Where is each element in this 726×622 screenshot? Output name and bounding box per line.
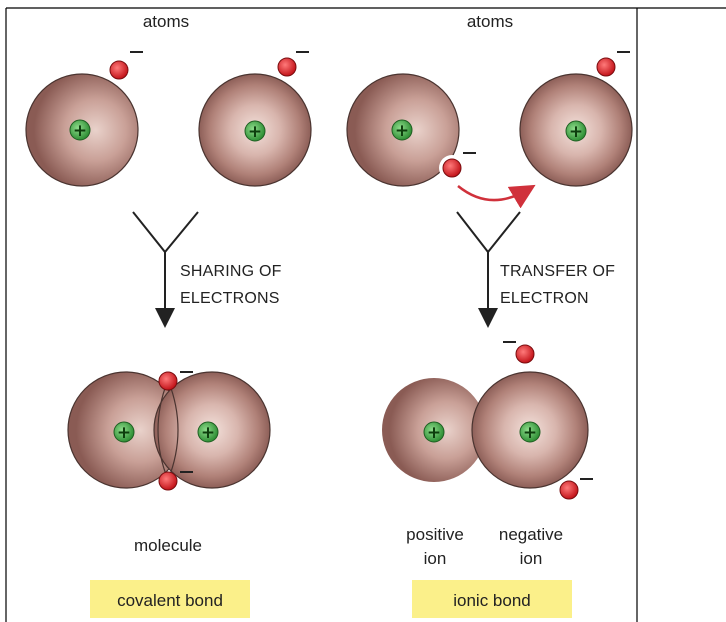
electron-icon (516, 345, 534, 363)
negative-ion-label-line2: ion (520, 549, 543, 568)
covalent-molecule: + + (68, 372, 270, 490)
positive-ion-label-line2: ion (424, 549, 447, 568)
shared-electron-icon (159, 372, 177, 390)
plus-sign: + (427, 423, 441, 443)
covalent-atom-right: + (199, 52, 311, 186)
plus-sign: + (73, 121, 87, 141)
negative-ion-label-line1: negative (499, 525, 563, 544)
plus-sign: + (395, 121, 409, 141)
ionic-atom-left: + (347, 74, 476, 186)
ionic-process-line2: ELECTRON (500, 290, 589, 307)
ionic-bond-label: ionic bond (453, 591, 531, 610)
plus-sign: + (248, 122, 262, 142)
plus-sign: + (569, 122, 583, 142)
electron-transfer-arrow (458, 186, 527, 200)
positive-ion: + (382, 378, 486, 482)
covalent-atoms-label: atoms (143, 12, 189, 31)
plus-sign: + (117, 423, 131, 443)
covalent-process-line1: SHARING OF (180, 263, 282, 280)
shared-electron-icon (159, 472, 177, 490)
positive-ion-label-line1: positive (406, 525, 464, 544)
covalent-bond-label: covalent bond (117, 591, 223, 610)
negative-ion: + (472, 341, 593, 503)
ionic-process-line1: TRANSFER OF (500, 263, 615, 280)
electron-icon (110, 61, 128, 79)
covalent-atom-left: + (26, 52, 143, 186)
covalent-result-label: molecule (134, 536, 202, 555)
electron-icon (560, 481, 578, 499)
plus-sign: + (523, 423, 537, 443)
electron-icon (443, 159, 461, 177)
ionic-atoms-label: atoms (467, 12, 513, 31)
electron-icon (597, 58, 615, 76)
covalent-process-line2: ELECTRONS (180, 290, 280, 307)
electron-icon (278, 58, 296, 76)
ionic-atom-right: + (520, 52, 632, 186)
plus-sign: + (201, 423, 215, 443)
